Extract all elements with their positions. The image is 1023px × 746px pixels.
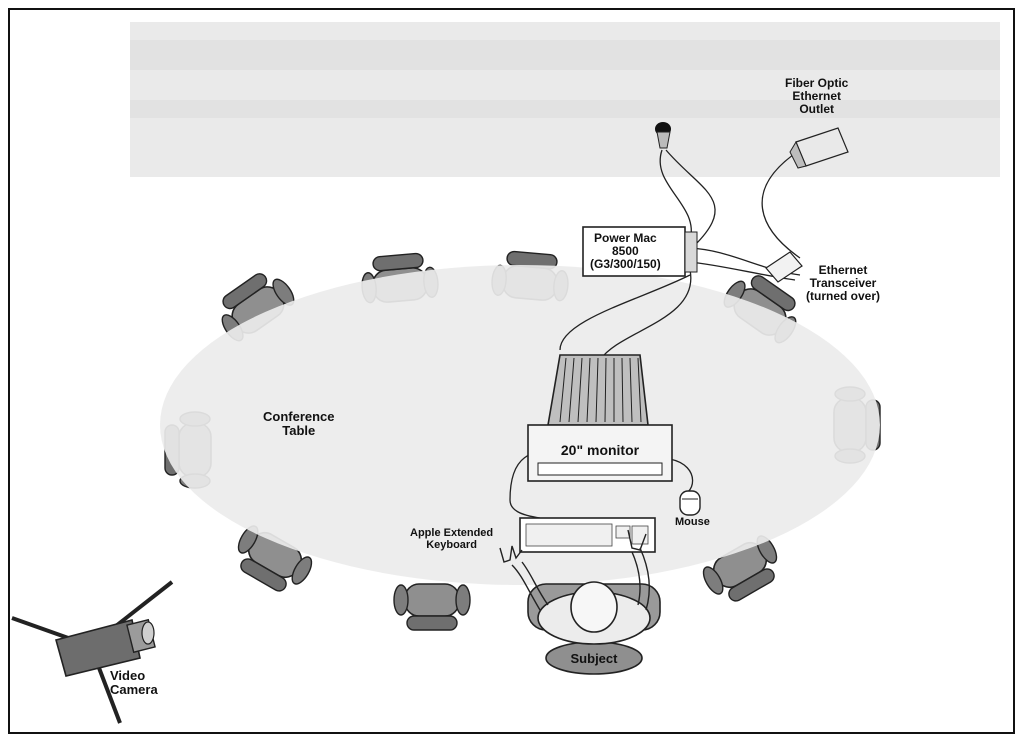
computer-label: Power Mac 8500 (G3/300/150) [590, 232, 661, 271]
camera-label-line-1: Video [110, 668, 146, 683]
computer-label-line-1: Power Mac [594, 231, 657, 245]
person-topdown-icon [499, 529, 661, 675]
computer-label-line-2: 8500 [612, 243, 639, 258]
ceiling-light-icon [655, 122, 671, 149]
video-camera-icon [11, 580, 174, 724]
keyboard-icon [519, 517, 656, 553]
subject-label: Subject [570, 651, 618, 666]
monitor-label: 20" monitor [560, 442, 640, 458]
monitor-icon [527, 354, 673, 482]
keyboard-label-line-2: Keyboard [426, 538, 477, 551]
transceiver-label-line-2: Transceiver [809, 275, 877, 290]
transceiver-label-line-1: Ethernet [818, 263, 868, 277]
outlet-label-line-2: Ethernet [792, 88, 842, 103]
outlet-label: Fiber Optic Ethernet Outlet [785, 77, 848, 116]
transceiver-icon [765, 251, 803, 283]
transceiver-label: Ethernet Transceiver (turned over) [806, 264, 880, 303]
mouse-icon [679, 490, 701, 516]
camera-label: Video Camera [110, 668, 158, 698]
computer-label-line-3: (G3/300/150) [590, 256, 661, 271]
outlet-label-line-3: Outlet [799, 101, 834, 116]
mouse-label: Mouse [675, 516, 710, 528]
computer-box-icon [582, 226, 698, 277]
table-label: Conference Table [263, 409, 335, 439]
transceiver-label-line-3: (turned over) [806, 288, 881, 303]
table-label-line-1: Conference [263, 409, 335, 424]
table-label-line-2: Table [282, 423, 316, 439]
keyboard-label: Apple Extended Keyboard [410, 527, 494, 552]
outlet-label-line-1: Fiber Optic [785, 76, 849, 90]
ethernet-outlet-icon [789, 127, 849, 169]
camera-label-line-2: Camera [110, 682, 158, 698]
keyboard-label-line-1: Apple Extended [410, 527, 494, 539]
cables [509, 149, 801, 519]
